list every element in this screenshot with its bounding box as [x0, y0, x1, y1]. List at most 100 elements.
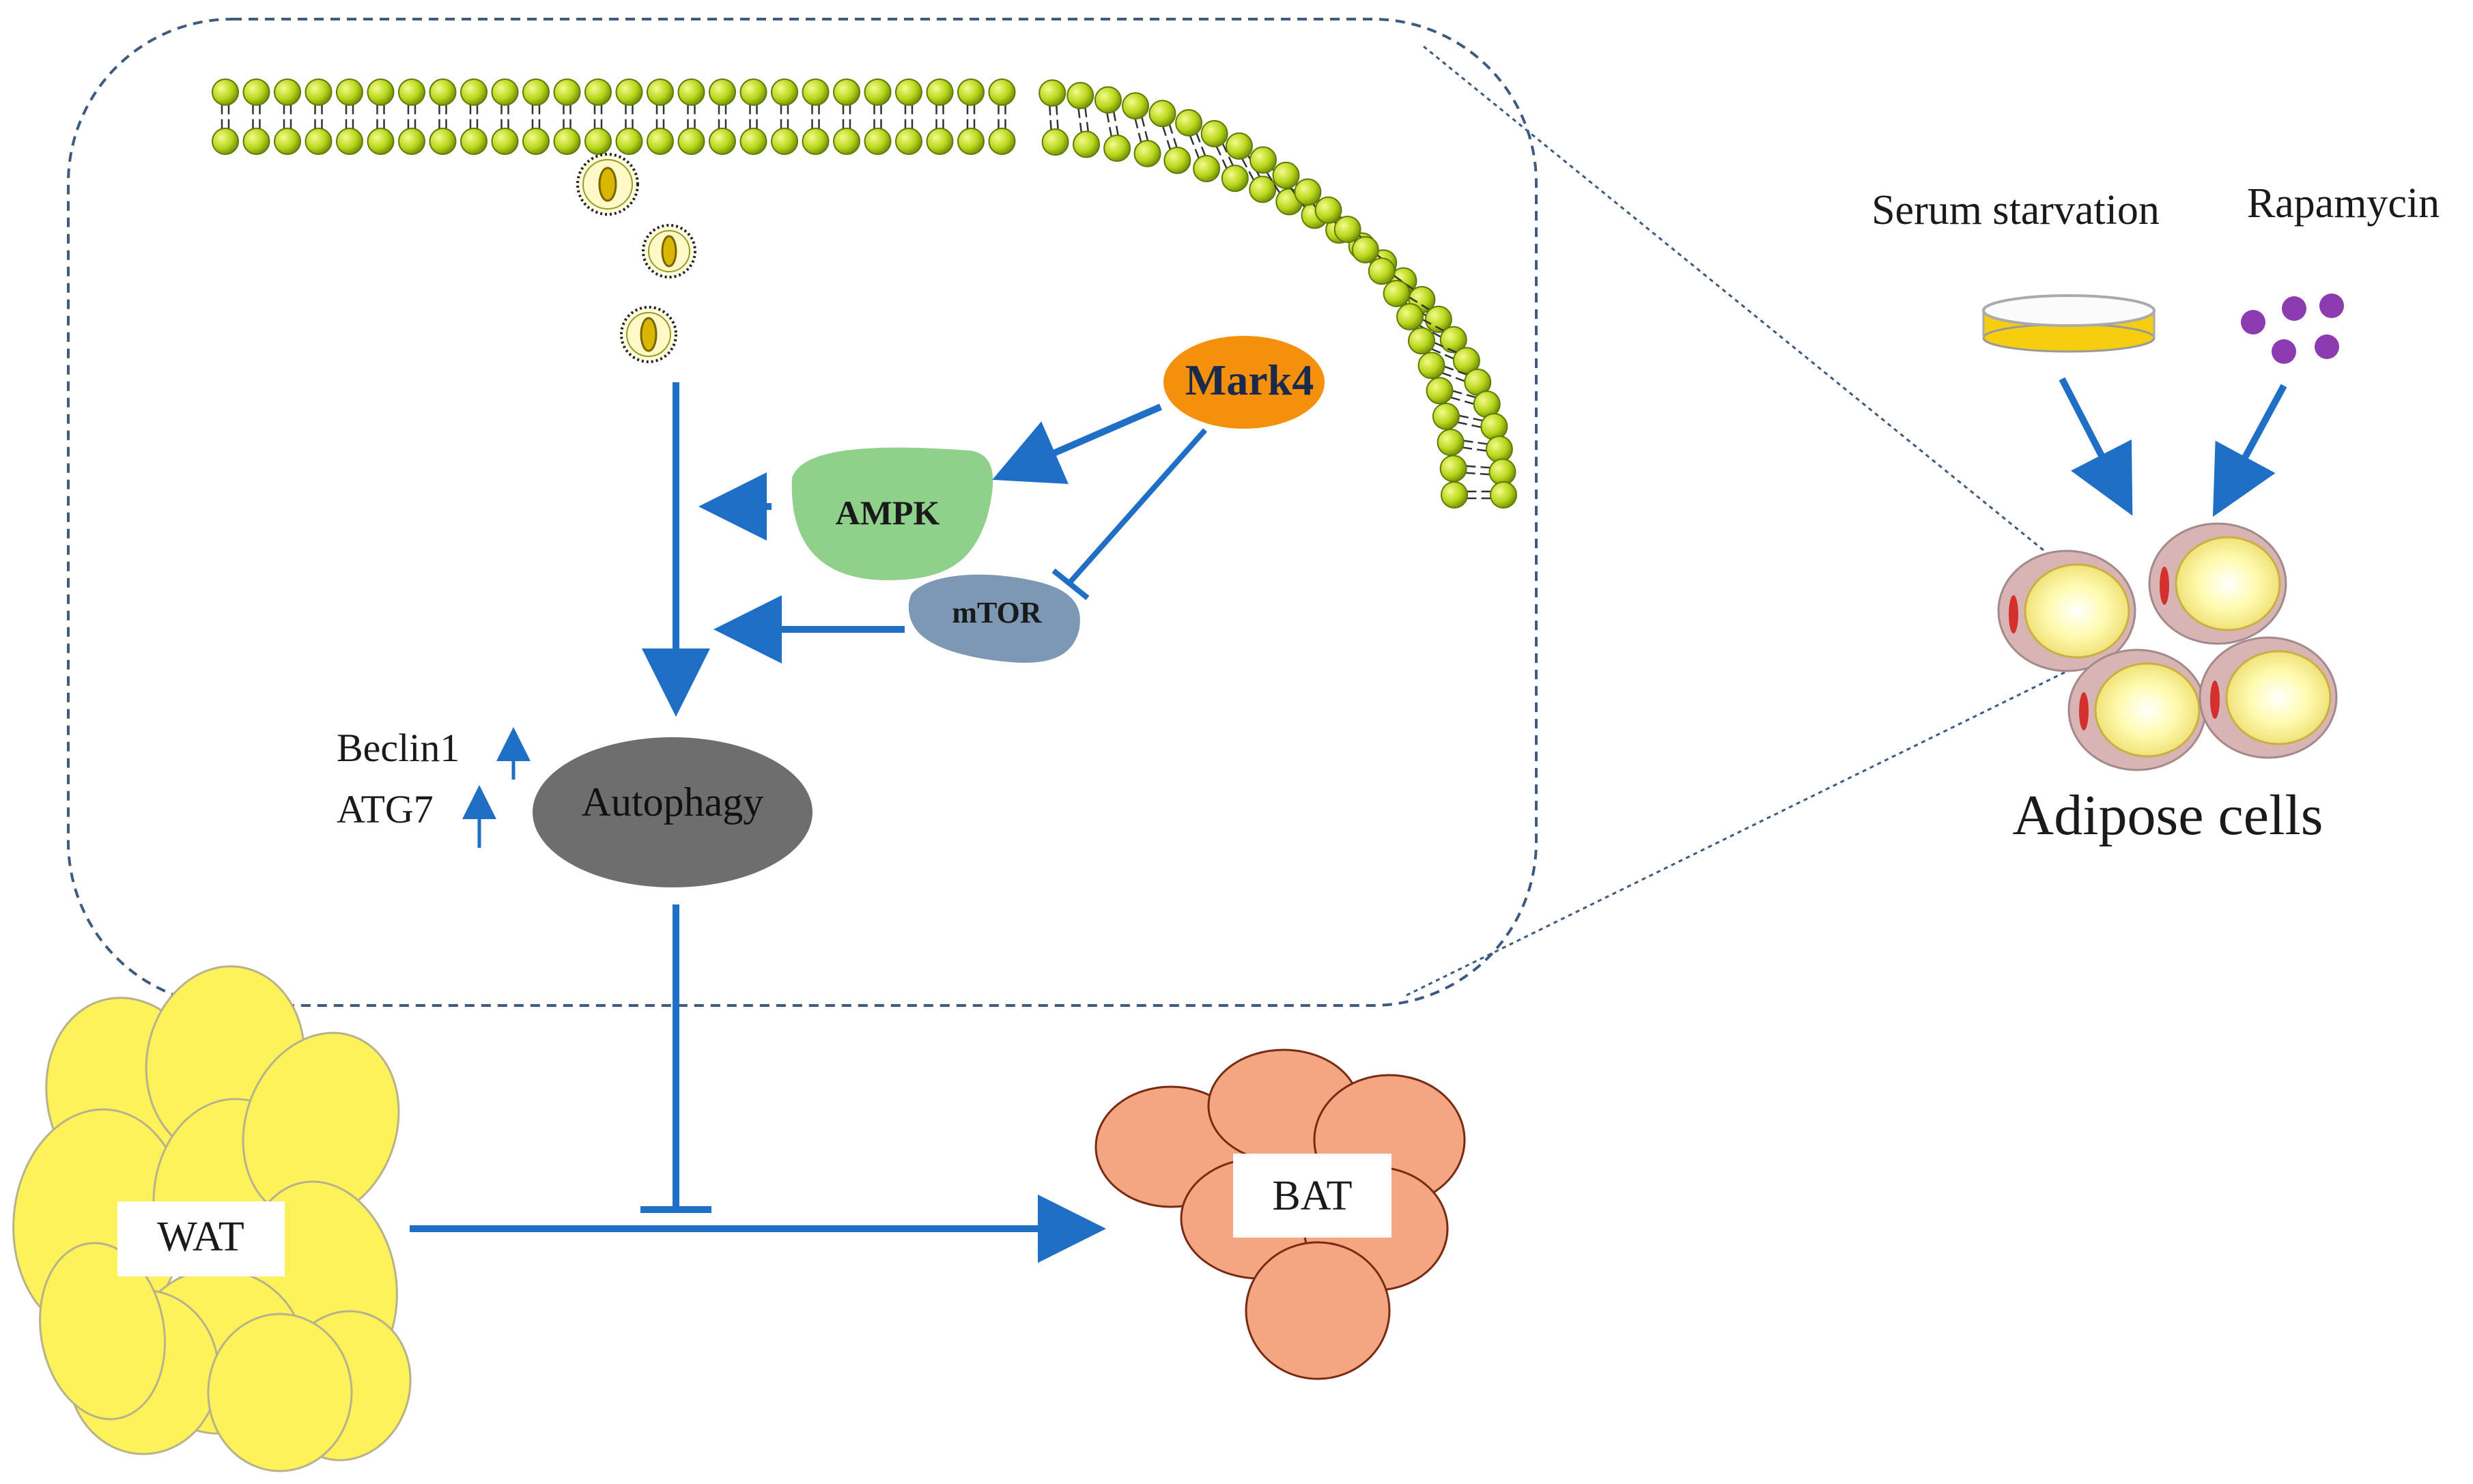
lipid-head	[460, 79, 487, 106]
lipid-head	[1041, 128, 1069, 156]
lipid-head	[895, 128, 922, 155]
lipid-head	[1226, 132, 1253, 160]
lipid-head	[1490, 481, 1517, 509]
lipid-head	[1148, 100, 1176, 128]
cell-boundary-dashed	[67, 18, 1538, 1007]
lipid-bilayer-membrane	[212, 79, 1517, 509]
lipid-head	[491, 79, 519, 106]
rapamycin-label: Rapamycin	[2247, 180, 2440, 227]
lipid-head	[647, 128, 674, 155]
lipid-head	[1294, 178, 1322, 206]
lipid-head	[802, 128, 830, 155]
lipid-head	[1103, 134, 1131, 162]
bat-cell	[1245, 1241, 1391, 1380]
lipid-head	[1333, 215, 1361, 243]
lipid-head	[709, 128, 736, 155]
lipid-head	[1272, 161, 1300, 189]
mark4-node	[1163, 336, 1325, 429]
lipid-head	[242, 128, 270, 155]
lipid-head	[553, 128, 581, 155]
lipid-head	[1426, 377, 1454, 405]
mtor-label: mTOR	[952, 596, 1042, 629]
wat-label: WAT	[157, 1214, 244, 1260]
lipid-head	[957, 128, 985, 155]
lipid-head	[1488, 458, 1516, 486]
beclin1-label: Beclin1	[337, 726, 460, 770]
lipid-head	[709, 79, 736, 106]
lipid-head	[926, 128, 954, 155]
lipid-head	[833, 128, 860, 155]
lipid-head	[429, 128, 457, 155]
lipid-head	[1485, 436, 1513, 463]
arrow-serum-to-cells	[2059, 377, 2133, 516]
lipid-head	[1249, 175, 1277, 203]
lipid-head	[864, 128, 892, 155]
lipid-head	[1066, 82, 1094, 110]
inhibit-mark4-to-mtor-bar	[1051, 568, 1090, 601]
petri-dish-icon	[1982, 294, 2156, 353]
arrow-rapamycin-to-cells	[2212, 384, 2287, 517]
rapamycin-molecules-icon	[2241, 294, 2344, 364]
lipid-head	[1175, 109, 1203, 137]
lipid-head	[1133, 139, 1161, 167]
zoom-line-bottom	[1406, 669, 2069, 997]
autophagy-label: Autophagy	[582, 780, 764, 825]
inhibit-mark4-to-mtor	[1069, 428, 1207, 584]
wat-label-box	[117, 1201, 285, 1276]
lipid-head	[305, 79, 333, 106]
ampk-label: AMPK	[836, 494, 940, 532]
lipid-head	[615, 79, 643, 106]
lipid-head	[584, 79, 612, 106]
lipid-head	[491, 128, 519, 155]
lipid-head	[336, 128, 363, 155]
lipid-head	[926, 79, 954, 106]
lipid-head	[398, 79, 425, 106]
lipid-head	[1351, 236, 1379, 263]
lipid-head	[460, 128, 487, 155]
adipose-cells-label: Adipose cells	[2013, 784, 2323, 847]
lipid-head	[1439, 326, 1467, 354]
lipid-head	[367, 79, 395, 106]
ampk-node	[791, 447, 993, 580]
lipid-head	[802, 79, 830, 106]
serum-starvation-label: Serum starvation	[1871, 187, 2160, 233]
lipid-head	[1441, 481, 1468, 509]
atg7-label: ATG7	[337, 787, 434, 831]
lipid-head	[1073, 130, 1101, 158]
lipid-head	[1383, 280, 1411, 307]
mtor-node	[908, 574, 1080, 663]
lipid-head	[1193, 155, 1221, 183]
lipid-head	[988, 79, 1016, 106]
lipid-head	[1396, 303, 1424, 331]
lipid-head	[957, 79, 985, 106]
bat-label-box	[1233, 1154, 1391, 1238]
lipid-head	[739, 128, 767, 155]
lipid-head	[242, 79, 270, 106]
lipid-head	[895, 79, 922, 106]
lipid-head	[1249, 146, 1277, 174]
lipid-head	[584, 128, 612, 155]
bat-label: BAT	[1272, 1173, 1352, 1219]
lipid-head	[274, 79, 301, 106]
lipid-head	[833, 79, 860, 106]
lipid-head	[1424, 305, 1452, 333]
lipid-head	[398, 128, 425, 155]
lipid-head	[553, 79, 581, 106]
wat-cell	[39, 1242, 166, 1421]
lipid-head	[1417, 352, 1445, 380]
lipid-head	[1163, 146, 1191, 174]
lipid-head	[1439, 455, 1467, 483]
adipose-cell-2	[2148, 522, 2287, 645]
lipid-head	[305, 128, 333, 155]
lipid-head	[1122, 92, 1150, 120]
lipid-head	[647, 79, 674, 106]
lipid-head	[367, 128, 395, 155]
vesicle-1	[576, 153, 639, 216]
lipid-head	[1368, 257, 1396, 285]
lipid-head	[429, 79, 457, 106]
vesicle-3	[620, 306, 677, 363]
lipid-head	[1038, 79, 1066, 107]
adipose-cell-4	[2199, 636, 2338, 759]
lipid-head	[1200, 119, 1228, 147]
